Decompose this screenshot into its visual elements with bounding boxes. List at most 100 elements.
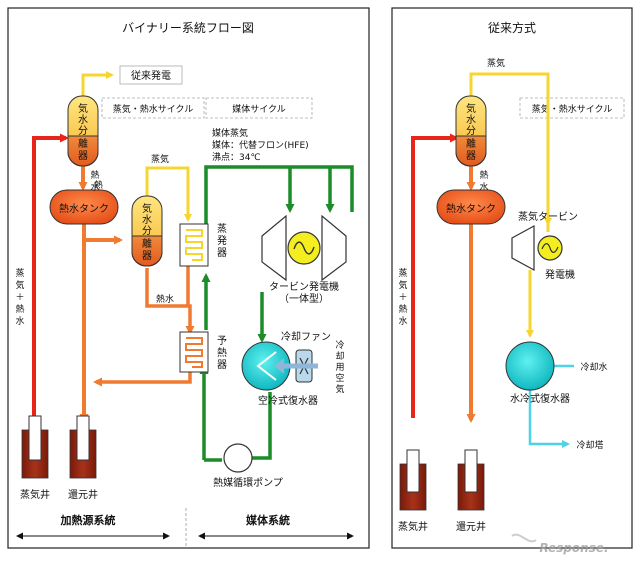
green-condenser-to-pump [241,392,272,463]
right-return-well [457,449,485,511]
air-condenser [241,341,291,391]
right-steam-hw-char-2: 気 [398,279,407,291]
hot-water-tank-left: 熱水タンク [49,189,119,225]
yellow-steam-pipe-top [81,71,114,96]
red-inflow-pipe [32,133,69,418]
left-panel-title: バイナリー系統フロー図 [122,21,254,35]
right-red-inflow-pipe [411,133,459,418]
right-separator-char-5: 器 [466,150,476,162]
separator-secondary-char-4: 離 [142,237,152,250]
separator-secondary-char-2: 水 [142,214,152,226]
right-steam-hw-char-4: 熱 [398,303,407,315]
separator-main-char-2: 水 [78,114,88,126]
right-separator-char-1: 気 [466,102,476,115]
right-separator-char-2: 水 [466,114,476,126]
right-water-condenser [505,341,555,391]
steam-well-left [21,415,49,479]
right-cooling-tower-label: 冷却塔 [576,439,603,451]
right-steam-turbine [511,224,535,272]
medium-system-label: 媒体系統 [245,513,290,527]
right-water-condenser-label: 水冷式復水器 [510,392,570,405]
hot-water-tank-label: 熱水タンク [59,202,109,215]
separator-main-char-1: 気 [78,102,88,115]
separator-main-char-4: 離 [78,137,88,150]
cooling-air-char-3: 用 [335,362,344,373]
hot-water-label-secondary: 熱水 [156,293,174,305]
steam-hw-char-5: 水 [15,315,24,327]
orange-to-preheater [145,268,195,335]
right-panel-title: 従来方式 [488,20,536,35]
hot-water-vert-2: 水 [90,181,99,193]
hot-water-label-1a: 熱水 [92,179,103,198]
steam-cycle-box [101,97,205,119]
evaporator-char-2: 発 [217,234,227,247]
response-watermark: Response. [511,533,609,555]
steam-hw-char-2: 気 [15,279,24,291]
medium-cycle-label: 媒体サイクル [232,103,286,115]
right-hot-water-tank: 熱水タンク [436,189,506,225]
turbine-generator-sublabel: （一体型） [279,292,329,305]
return-well-label-left: 還元井 [68,488,98,501]
air-condenser-label: 空冷式復水器 [258,394,318,407]
green-evap-to-turbine [204,165,354,224]
right-steam-hw-char-5: 水 [398,315,407,327]
right-steam-label: 蒸気 [487,57,505,69]
separator-main-char-3: 分 [78,125,88,137]
right-steam-cycle-box [519,97,625,119]
separator-secondary: 気 水 分 離 器 [131,195,163,267]
right-hot-water-char-1: 熱 [479,169,488,181]
orange-tank-to-sep2 [82,224,123,245]
right-steam-turbine-label: 蒸気タービン [518,210,578,223]
right-cooling-water-label: 冷却水 [580,361,607,373]
separator-main: 気 水 分 離 器 [67,95,99,167]
steam-label-secondary: 蒸気 [151,153,169,165]
steam-well-label-left: 蒸気井 [20,488,50,501]
return-well-left [69,415,97,479]
medium-pump [223,443,253,473]
evaporator-char-3: 器 [217,247,227,259]
right-steam-well-label: 蒸気井 [398,520,428,533]
cooling-air-char-5: 気 [335,383,344,395]
cooling-air-char-4: 空 [335,372,344,384]
left-panel-frame [7,7,370,549]
hot-water-vert-1: 熱 [90,169,99,181]
steam-hw-char-3: ＋ [15,292,24,303]
watermark-text: Response. [539,541,608,555]
right-hot-water-tank-label: 熱水タンク [446,202,496,215]
orange-preheater-out [93,372,192,387]
right-separator-char-4: 離 [466,137,476,150]
steam-hw-char-1: 蒸 [15,267,24,279]
evaporator-char-1: 蒸 [217,223,227,235]
preheater [179,331,209,373]
medium-pump-label: 熱媒循環ポンプ [213,476,283,489]
preheater-char-3: 器 [217,359,227,371]
right-hot-water-char-2: 水 [479,181,488,193]
cooling-air-arrow-head [274,358,284,374]
heat-source-system-label: 加熱源系統 [60,513,116,527]
turbine-generator [261,214,347,282]
conventional-power-label: 従来発電 [131,69,171,82]
right-cooling-tower-out [528,390,570,448]
medium-info-line-1: 媒体蒸気 [212,127,248,139]
cooling-air-char-2: 却 [335,351,344,362]
steam-hw-char-4: 熱 [15,303,24,315]
right-generator-label: 発電機 [545,268,575,281]
medium-info-line-2: 媒体：代替フロン(HFE) [212,139,309,151]
right-separator: 気 水 分 離 器 [455,95,487,167]
medium-cycle-box [205,97,313,119]
right-generator [537,235,563,261]
separator-secondary-char-3: 分 [142,225,152,237]
cooling-fan-label: 冷却ファン [281,330,331,343]
right-separator-char-3: 分 [466,125,476,137]
right-steam-hw-char-1: 蒸 [398,267,407,279]
conventional-power-box [119,65,183,85]
right-yellow-steam-pipe [469,72,550,232]
separator-secondary-char-1: 気 [142,202,152,215]
right-steam-hw-char-3: ＋ [398,292,407,303]
separator-secondary-char-5: 器 [142,250,152,262]
preheater-char-2: 熱 [217,346,227,359]
cooling-air-char-1: 冷 [335,339,344,351]
evaporator [179,223,209,267]
right-panel-frame [391,7,633,549]
